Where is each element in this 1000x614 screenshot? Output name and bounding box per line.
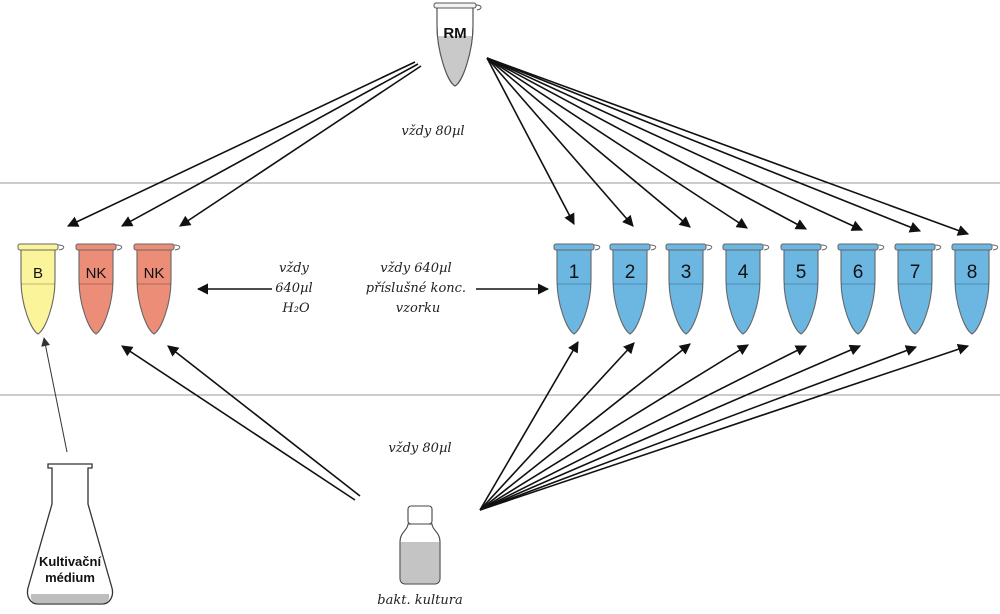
arrow-rm-to-sample-2 <box>486 57 634 227</box>
arrow-rm-to-sample-3 <box>486 57 691 228</box>
arrow-rm-to-sample-7 <box>486 57 922 233</box>
sample-note-line-1: vždy 640µl <box>380 261 451 276</box>
negative-control-tube-2-label: NK <box>144 265 165 282</box>
negative-control-tube-1-label: NK <box>86 265 107 282</box>
sample-tube-7: 7 <box>894 243 942 335</box>
sample-tube-1-label: 1 <box>569 262 580 283</box>
culture-label: bakt. kultura <box>377 593 462 608</box>
arrow-culture-to-sample-8 <box>479 343 970 511</box>
arrow-medium-to-blank <box>41 337 68 453</box>
medium-label-line-2: médium <box>45 570 95 585</box>
arrow-culture-to-sample-6 <box>479 344 862 511</box>
sample-tube-5-label: 5 <box>796 262 807 283</box>
sample-tube-4: 4 <box>722 243 770 335</box>
arrow-culture-to-negative-2 <box>167 345 361 497</box>
arrow-culture-to-negative-1 <box>121 345 356 501</box>
arrow-culture-to-sample-5 <box>479 345 808 511</box>
sample-tube-6-label: 6 <box>853 262 864 283</box>
arrow-culture-to-sample-1 <box>479 341 579 511</box>
culture-volume-note: vždy 80µl <box>388 441 451 456</box>
sample-tube-1: 1 <box>553 243 601 335</box>
water-volume-note: vždy 640µl H₂O <box>275 261 317 316</box>
water-note-line-1: vždy <box>279 261 310 276</box>
sample-note-line-3: vzorku <box>396 301 440 316</box>
blank-tube-label: B <box>33 265 43 282</box>
medium-flask: Kultivační médium <box>26 463 114 605</box>
arrow-culture-to-sample-2 <box>479 342 635 511</box>
sample-tube-8-label: 8 <box>967 262 978 283</box>
control-tubes: B NK NK <box>17 243 181 335</box>
sample-tube-3: 3 <box>665 243 713 335</box>
arrow-rm-to-sample-6 <box>486 57 864 231</box>
sample-tube-7-label: 7 <box>910 262 921 283</box>
reagent-label: RM <box>443 25 466 42</box>
sample-tube-5: 5 <box>780 243 828 335</box>
negative-control-tube-1: NK <box>75 243 123 335</box>
sample-tube-6: 6 <box>837 243 885 335</box>
transfer-arrows <box>41 57 970 511</box>
water-note-line-3: H₂O <box>281 301 310 316</box>
sample-tube-4-label: 4 <box>738 262 749 283</box>
sample-tube-2: 2 <box>609 243 657 335</box>
arrow-rm-to-blank <box>66 61 416 227</box>
arrow-rm-to-sample-8 <box>486 57 970 236</box>
sample-tubes: 1 2 3 4 5 6 7 8 <box>553 243 999 335</box>
water-note-line-2: 640µl <box>275 281 312 296</box>
sample-volume-note: vždy 640µl příslušné konc. vzorku <box>366 261 470 316</box>
reagent-volume-note: vždy 80µl <box>401 124 464 139</box>
arrow-rm-to-sample-5 <box>486 57 807 230</box>
arrow-rm-to-sample-4 <box>486 57 748 229</box>
sample-tube-8: 8 <box>951 243 999 335</box>
culture-bottle <box>399 505 441 585</box>
arrow-culture-to-sample-3 <box>479 343 691 511</box>
arrow-rm-to-negative-2 <box>179 65 422 227</box>
arrow-culture-to-sample-7 <box>479 345 918 511</box>
sample-tube-2-label: 2 <box>625 262 636 283</box>
blank-tube: B <box>17 243 65 335</box>
arrow-rm-to-sample-1 <box>486 57 575 225</box>
negative-control-tube-2: NK <box>133 243 181 335</box>
sample-note-line-2: příslušné konc. <box>366 281 466 296</box>
reagent-tube: RM <box>433 2 482 87</box>
arrow-culture-to-sample-4 <box>479 344 749 511</box>
arrow-rm-to-negative-1 <box>121 63 419 227</box>
sample-tube-3-label: 3 <box>681 262 692 283</box>
medium-label-line-1: Kultivační <box>39 554 102 569</box>
